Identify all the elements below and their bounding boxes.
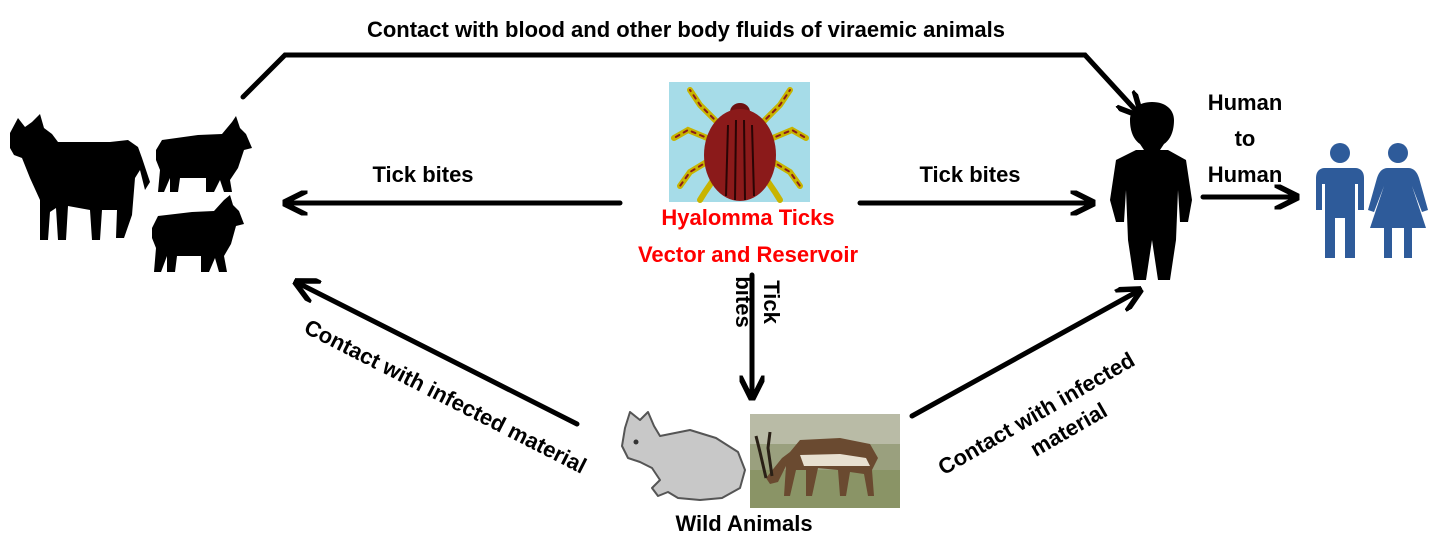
- livestock-group: [10, 114, 252, 272]
- label-wild-animals: Wild Animals: [675, 511, 812, 536]
- label-vector-line2: Vector and Reservoir: [638, 242, 859, 267]
- label-human-to-human-1: Human: [1208, 90, 1283, 115]
- cow-silhouette-icon: [10, 114, 150, 240]
- label-tick-bites-left: Tick bites: [372, 162, 473, 187]
- label-tick-bites-down-2: bites: [731, 276, 756, 327]
- rabbit-icon: [622, 412, 745, 500]
- tick-icon: [669, 82, 810, 202]
- label-human-to-human-3: Human: [1208, 162, 1283, 187]
- arrow-wild-to-human: [912, 290, 1140, 416]
- goat-silhouette-icon: [156, 116, 252, 192]
- man-silhouette-icon: [1110, 102, 1192, 280]
- goat-silhouette-icon: [152, 195, 244, 272]
- label-human-to-human-2: to: [1235, 126, 1256, 151]
- label-contact-left: Contact with infected material: [300, 314, 590, 478]
- antelope-icon: [750, 414, 900, 508]
- man-woman-icon: [1316, 143, 1428, 258]
- label-tick-bites-right: Tick bites: [919, 162, 1020, 187]
- label-vector-line1: Hyalomma Ticks: [661, 205, 834, 230]
- label-tick-bites-down-1: Tick: [759, 280, 784, 324]
- label-blood-contact: Contact with blood and other body fluids…: [367, 17, 1005, 42]
